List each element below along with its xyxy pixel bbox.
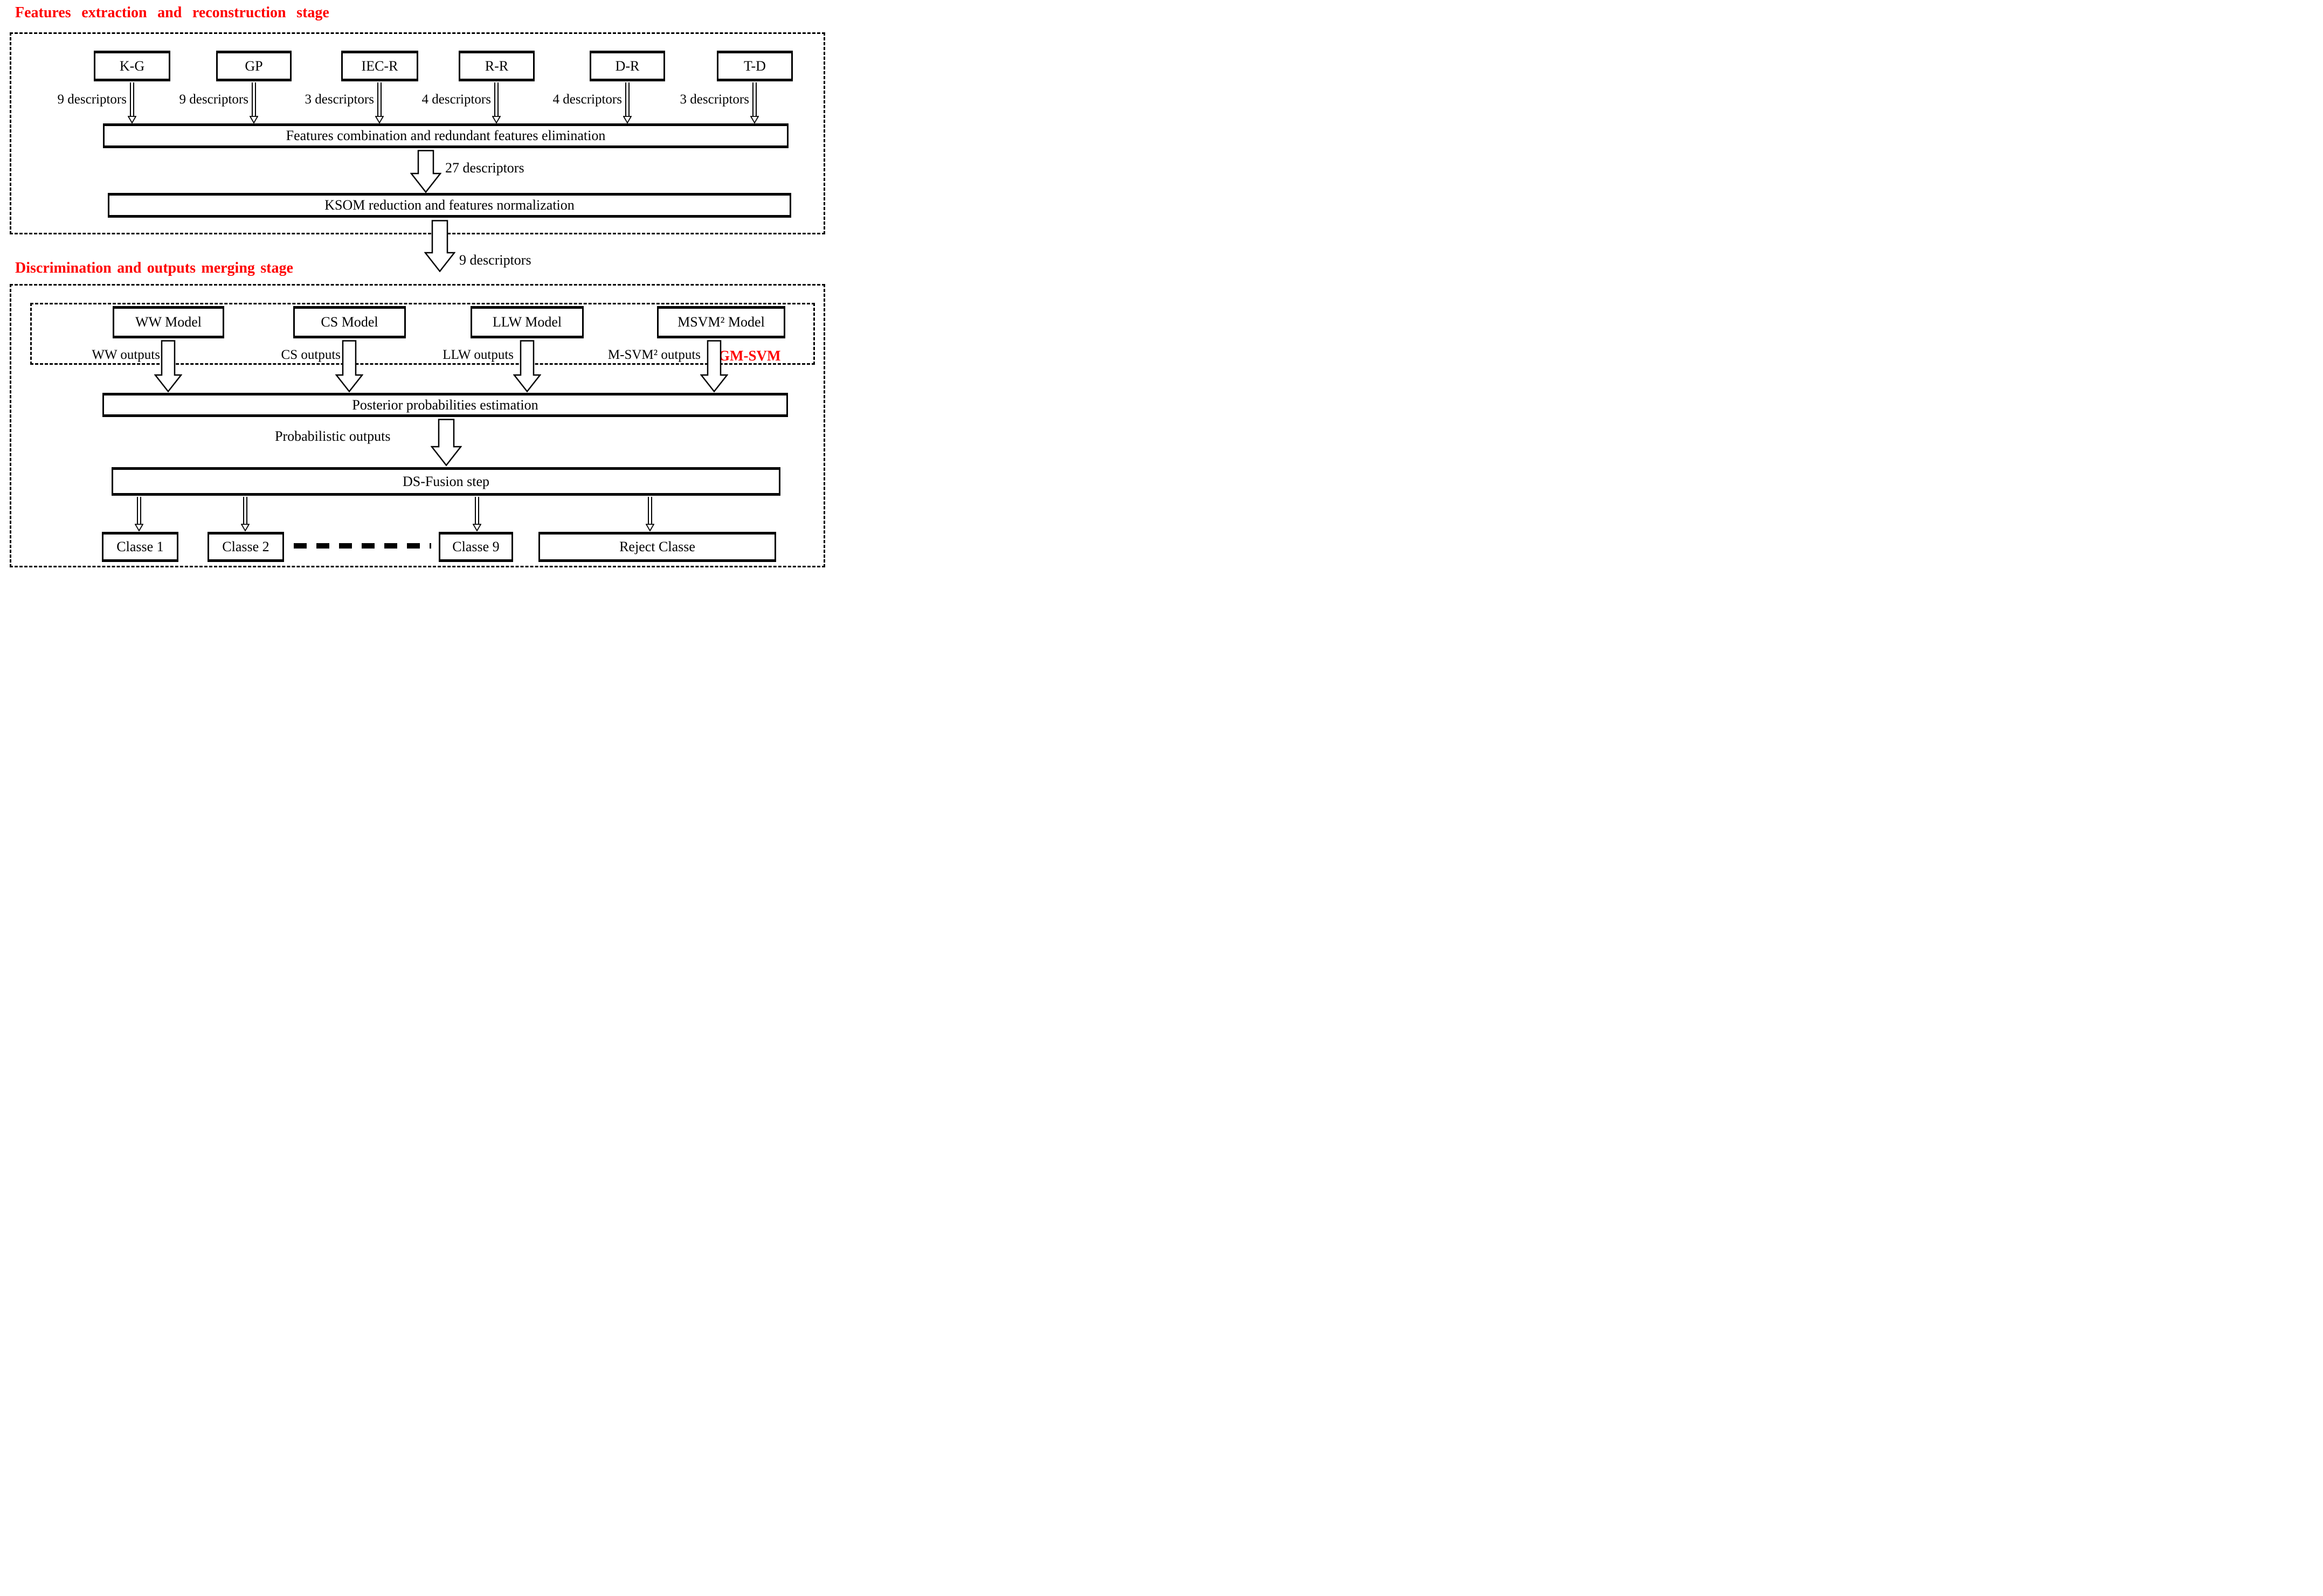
block-down-arrow-icon: [430, 419, 462, 467]
source-box-iecr: IEC-R: [341, 51, 418, 81]
model-output-label-llw: LLW outputs: [443, 348, 514, 362]
down-arrow-icon: [375, 82, 384, 124]
ds-fusion-box: DS-Fusion step: [112, 467, 780, 496]
down-arrow-icon: [750, 82, 759, 124]
class-box-2: Classe 2: [208, 532, 284, 562]
model-box-llw: LLW Model: [471, 306, 584, 338]
descriptor-count-label: 3 descriptors: [305, 92, 374, 107]
model-output-label-msvm2: M-SVM² outputs: [607, 348, 701, 362]
class-box-1: Classe 1: [102, 532, 178, 562]
block-down-arrow-icon: [335, 340, 364, 393]
stage1-dashed-container: [10, 32, 825, 234]
descriptor-count-label: 9 descriptors: [179, 92, 248, 107]
source-box-dr: D-R: [590, 51, 665, 81]
block-down-arrow-icon: [154, 340, 183, 393]
block-down-arrow-icon: [424, 220, 456, 273]
down-arrow-icon: [645, 497, 655, 532]
class-box-2-label: Classe 2: [222, 539, 269, 554]
model-box-cs: CS Model: [293, 306, 406, 338]
down-arrow-icon: [623, 82, 632, 124]
block-down-arrow-icon: [700, 340, 729, 393]
stage2-dashed-container: [10, 284, 825, 567]
reject-class-box: Reject Classe: [538, 532, 776, 562]
source-box-td: T-D: [717, 51, 793, 81]
model-output-label-ww: WW outputs: [92, 348, 160, 362]
source-box-rr: R-R: [459, 51, 535, 81]
block-down-arrow-icon: [513, 340, 542, 393]
features-combination-box: Features combination and redundant featu…: [103, 123, 789, 148]
class-box-9: Classe 9: [439, 532, 513, 562]
stage2-title: Discrimination and outputs merging stage: [15, 260, 293, 276]
source-box-rr-label: R-R: [485, 58, 509, 74]
source-box-kg-label: K-G: [119, 58, 145, 74]
down-arrow-icon: [249, 82, 259, 124]
model-box-ww-label: WW Model: [135, 314, 202, 330]
model-box-msvm2: MSVM² Model: [657, 306, 785, 338]
source-box-iecr-label: IEC-R: [361, 58, 398, 74]
class-box-9-label: Classe 9: [452, 539, 500, 554]
probabilistic-outputs-label: Probabilistic outputs: [275, 428, 391, 444]
model-box-cs-label: CS Model: [321, 314, 378, 330]
stage1-title: Features extraction and reconstruction s…: [15, 4, 329, 21]
class-ellipsis-dashes: [294, 543, 431, 549]
gm-svm-label: GM-SVM: [718, 348, 781, 364]
ksom-reduction-box: KSOM reduction and features normalizatio…: [108, 193, 791, 218]
descriptor-count-label: 3 descriptors: [680, 92, 749, 107]
flowchart-diagram: Features extraction and reconstruction s…: [0, 0, 833, 572]
posterior-probabilities-box: Posterior probabilities estimation: [102, 393, 788, 417]
source-box-gp-label: GP: [245, 58, 263, 74]
model-output-label-cs: CS outputs: [281, 348, 341, 362]
model-box-msvm2-label: MSVM² Model: [677, 314, 765, 330]
arrow-label-9-descriptors: 9 descriptors: [459, 252, 531, 268]
source-box-dr-label: D-R: [615, 58, 640, 74]
model-box-llw-label: LLW Model: [492, 314, 562, 330]
model-box-ww: WW Model: [113, 306, 224, 338]
descriptor-count-label: 9 descriptors: [57, 92, 127, 107]
source-box-gp: GP: [216, 51, 292, 81]
block-down-arrow-icon: [410, 150, 442, 193]
down-arrow-icon: [127, 82, 137, 124]
source-box-td-label: T-D: [744, 58, 766, 74]
descriptor-count-label: 4 descriptors: [552, 92, 622, 107]
reject-class-box-label: Reject Classe: [619, 539, 695, 554]
down-arrow-icon: [240, 497, 250, 532]
down-arrow-icon: [492, 82, 501, 124]
gmsvm-dashed-container: [30, 303, 815, 365]
source-box-kg: K-G: [94, 51, 170, 81]
down-arrow-icon: [472, 497, 482, 532]
class-box-1-label: Classe 1: [116, 539, 164, 554]
down-arrow-icon: [134, 497, 144, 532]
descriptor-count-label: 4 descriptors: [421, 92, 491, 107]
arrow-label-27-descriptors: 27 descriptors: [445, 160, 524, 176]
